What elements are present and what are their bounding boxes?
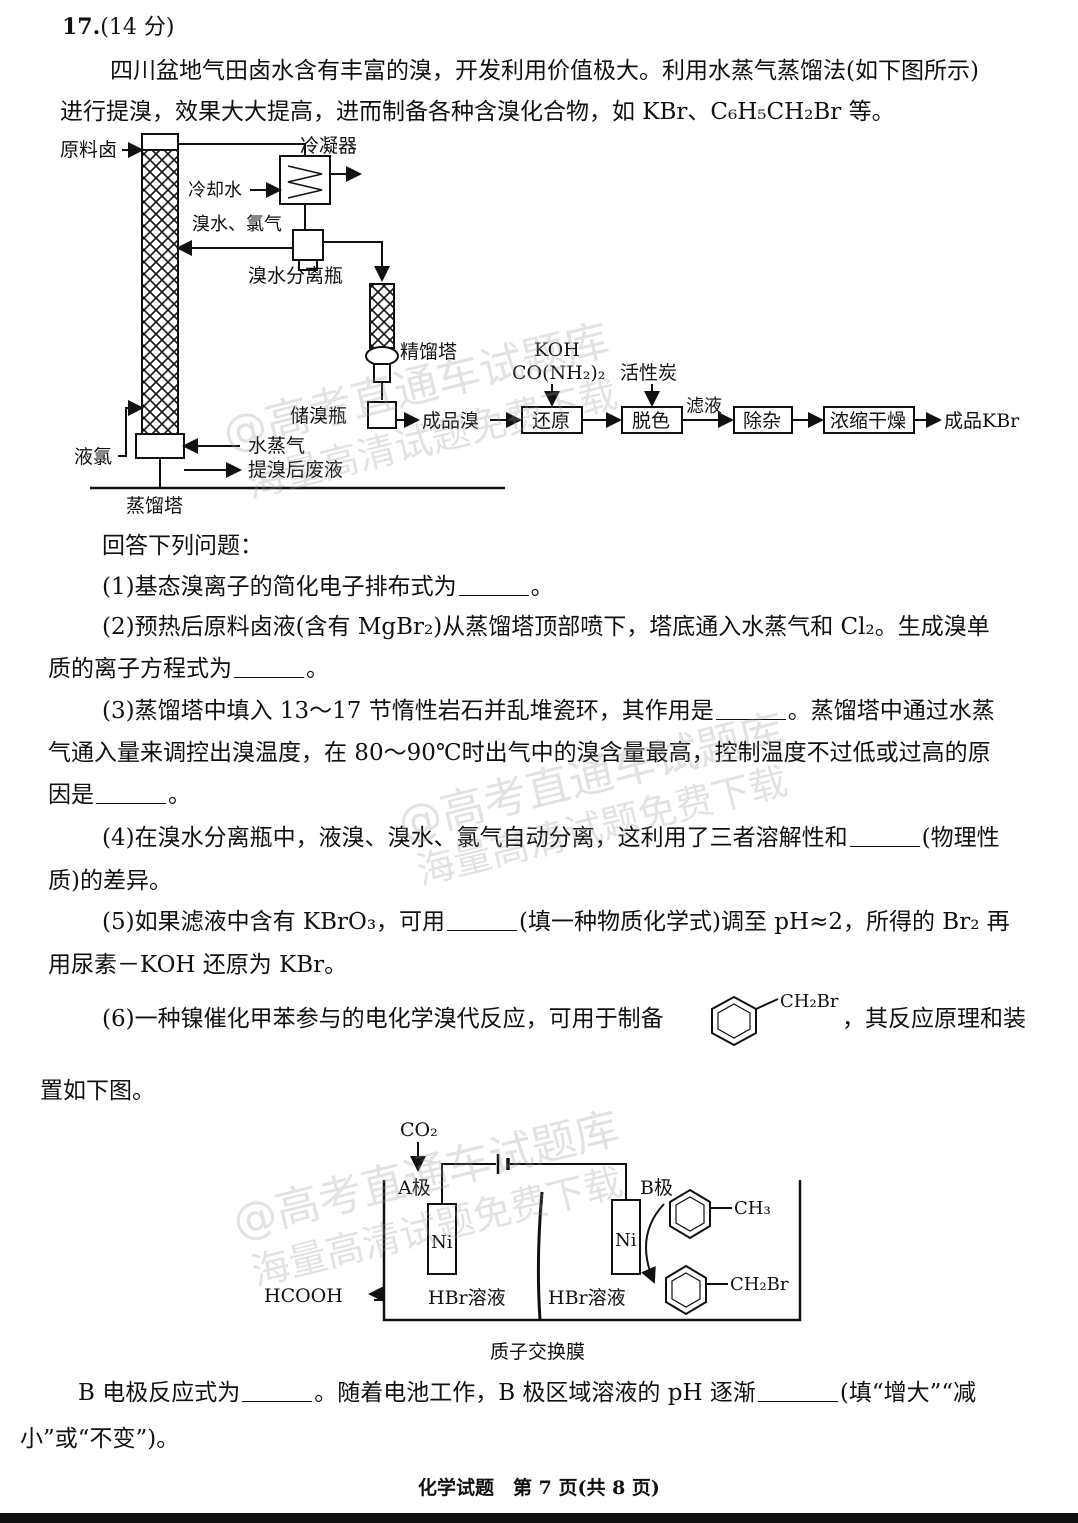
label-rectifier: 精馏塔: [400, 341, 457, 363]
q5-text-b: (填一种物质化学式)调至 pH≈2，所得的 Br₂ 再: [519, 909, 1010, 935]
q1-text: (1)基态溴离子的简化电子排布式为: [102, 574, 457, 600]
answer-blank-q2[interactable]: [234, 655, 304, 678]
label-urea: CO(NH₂)₂: [512, 362, 605, 384]
label-filtrate: 滤液: [686, 396, 722, 417]
answer-blank-q1[interactable]: [458, 573, 529, 596]
label-tower: 蒸馏塔: [126, 495, 183, 517]
q6-tail-line-2: 小”或“不变”)。: [20, 1426, 180, 1452]
step-box-decolor: [621, 406, 683, 434]
label-electrode-b: B极: [640, 1177, 673, 1199]
label-co2: CO₂: [400, 1119, 438, 1141]
label-steam: 水蒸气: [248, 435, 305, 457]
q6-tail-b: 。随着电池工作，B 极区域溶液的 pH 逐渐: [314, 1380, 756, 1406]
label-liquid-chlorine: 液氯: [74, 446, 112, 468]
label-koh: KOH: [534, 339, 580, 361]
label-hbr-right: HBr溶液: [548, 1287, 626, 1309]
q6-line-2: 置如下图。: [40, 1078, 155, 1104]
condenser: [279, 155, 331, 205]
step-box-reduce: [521, 406, 583, 434]
q6-tail-c: (填“增大”“减: [839, 1380, 977, 1406]
label-ch2br: CH₂Br: [730, 1274, 789, 1295]
q6-line-1a: (6)一种镍催化甲苯参与的电化学溴代反应，可用于制备: [102, 1006, 664, 1032]
separator-bottle: [292, 229, 324, 261]
step-purify: 除杂: [743, 410, 781, 432]
question-points: (14 分): [100, 15, 175, 40]
label-activated-carbon: 活性炭: [620, 362, 677, 384]
q3-text-a: (3)蒸馏塔中填入 13～17 节惰性岩石并乱堆瓷环，其作用是: [102, 698, 714, 724]
proton-exchange-membrane: [536, 1191, 544, 1321]
q6-line-1b: ，其反应原理和装: [842, 1006, 1026, 1032]
answer-blank-q3a[interactable]: [715, 697, 786, 720]
step-concentrate: 浓缩干燥: [830, 410, 906, 432]
q1-line: (1)基态溴离子的简化电子排布式为 。: [102, 572, 554, 602]
question-number: 17.: [62, 14, 101, 40]
cell-container: [382, 1180, 802, 1322]
step-decolor: 脱色: [632, 410, 670, 432]
q3-line-3: 因是 。: [48, 780, 191, 810]
q6-tail-line-1: B 电极反应式为 。随着电池工作，B 极区域溶液的 pH 逐渐 (填“增大”“减: [78, 1378, 976, 1408]
q6-tail-a: B 电极反应式为: [78, 1380, 241, 1406]
answer-blank-q6a[interactable]: [242, 1379, 313, 1402]
intro-line-2: 进行提溴，效果大大提高，进而制备各种含溴化合物，如 KBr、C₆H₅CH₂Br …: [60, 99, 895, 125]
label-ni-left: Ni: [431, 1232, 453, 1253]
q3-line-1: (3)蒸馏塔中填入 13～17 节惰性岩石并乱堆瓷环，其作用是 。蒸馏塔中通过水蒸: [102, 696, 995, 726]
q4-text-b: (物理性: [921, 825, 1000, 851]
q5-text-a: (5)如果滤液中含有 KBrO₃，可用: [102, 909, 446, 935]
answer-blank-q6b[interactable]: [757, 1379, 838, 1402]
q2-text-a: 质的离子方程式为: [48, 656, 232, 682]
q4-line-1: (4)在溴水分离瓶中，液溴、溴水、氯气自动分离，这利用了三者溶解性和 (物理性: [102, 823, 1000, 853]
answer-blank-q3b[interactable]: [96, 781, 166, 804]
label-ch3: CH₃: [734, 1198, 771, 1219]
intro-line-1: 四川盆地气田卤水含有丰富的溴，开发利用价值极大。利用水蒸气蒸馏法(如下图所示): [110, 58, 979, 84]
label-hbr-left: HBr溶液: [428, 1287, 506, 1309]
distillation-diagram: 原料卤 冷凝器 冷却水 溴水、氯气 溴水分离瓶 精馏塔 储溴瓶 成品溴 液氯 水…: [60, 133, 1020, 517]
question-header: 17.(14 分): [62, 12, 174, 43]
label-separator: 溴水分离瓶: [248, 265, 343, 287]
label-ni-right: Ni: [615, 1230, 637, 1251]
rectifier-column: [369, 283, 395, 349]
label-membrane: 质子交换膜: [490, 1341, 585, 1363]
q1-end: 。: [530, 574, 554, 600]
label-storage: 储溴瓶: [290, 405, 347, 427]
distillation-tower: [141, 141, 179, 435]
q2-line-1: (2)预热后原料卤液(含有 MgBr₂)从蒸馏塔顶部喷下，塔底通入水蒸气和 Cl…: [102, 614, 990, 640]
storage-bottle: [367, 401, 397, 429]
label-condenser: 冷凝器: [300, 135, 357, 157]
answer-blank-q5[interactable]: [447, 908, 518, 931]
step-box-concentrate: [823, 406, 915, 434]
q3-text-b: 。蒸馏塔中通过水蒸: [787, 698, 995, 724]
step-reduce: 还原: [532, 410, 570, 432]
label-hcooh: HCOOH: [264, 1285, 343, 1307]
label-bromine-water-chlorine: 溴水、氯气: [192, 214, 282, 235]
q2-text-b: 。: [306, 656, 329, 682]
q5-line-2: 用尿素－KOH 还原为 KBr。: [48, 952, 348, 978]
answer-prompt: 回答下列问题：: [102, 533, 263, 559]
q3-line-2: 气通入量来调控出溴温度，在 80～90℃时出气中的溴含量最高，控制温度不过低或过…: [48, 740, 991, 766]
benzyl-bromide-structure: CH₂Br: [711, 991, 839, 1047]
q4-text-a: (4)在溴水分离瓶中，液溴、溴水、氯气自动分离，这利用了三者溶解性和: [102, 825, 848, 851]
answer-blank-q4[interactable]: [849, 824, 920, 847]
label-electrode-a: A极: [397, 1177, 431, 1199]
page-footer: 化学试题 第 7 页(共 8 页): [418, 1477, 660, 1499]
q4-line-2: 质)的差异。: [48, 868, 172, 894]
q3-text-d: 。: [168, 782, 191, 808]
label-raw-brine: 原料卤: [60, 139, 117, 161]
label-waste: 提溴后废液: [248, 459, 343, 481]
label-product-bromine: 成品溴: [422, 410, 479, 432]
q2-line-2: 质的离子方程式为 。: [48, 654, 329, 684]
bottom-bar: [0, 1513, 1078, 1523]
electrolysis-diagram: CO₂ A极 B极 Ni Ni HBr溶液 HBr溶液 HCOOH CH₃ CH…: [264, 1119, 802, 1363]
q3-text-c: 因是: [48, 782, 94, 808]
label-product-kbr: 成品KBr: [944, 410, 1020, 432]
benzyl-label: CH₂Br: [780, 991, 839, 1012]
electrode-b: [611, 1199, 641, 1275]
q5-line-1: (5)如果滤液中含有 KBrO₃，可用 (填一种物质化学式)调至 pH≈2，所得的…: [102, 907, 1010, 937]
label-cooling-water: 冷却水: [188, 180, 242, 201]
